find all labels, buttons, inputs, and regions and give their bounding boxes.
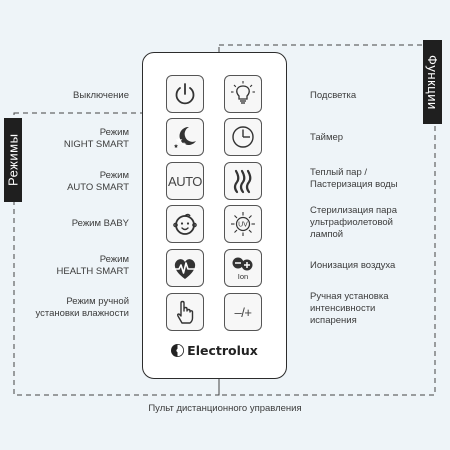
brand-name: Electrolux [187, 343, 258, 358]
night-smart-button[interactable] [166, 118, 204, 156]
auto-smart-button[interactable]: AUTO [166, 162, 204, 200]
electrolux-logo: Electrolux [143, 343, 286, 358]
auto-text: AUTO [168, 173, 202, 189]
ionization-button[interactable]: Ion [224, 249, 262, 287]
label-warm-steam: Теплый пар / Пастеризация воды [310, 167, 398, 190]
baby-mode-button[interactable] [166, 205, 204, 243]
functions-tab: Функции [423, 40, 442, 124]
manual-intensity-button[interactable]: –/+ [224, 293, 262, 331]
warm-steam-button[interactable] [224, 162, 262, 200]
timer-button[interactable] [224, 118, 262, 156]
ion-icon: Ion [232, 257, 253, 281]
electrolux-logo-icon [171, 344, 185, 357]
label-baby: Режим BABY [71, 218, 129, 229]
uv-lamp-icon: UV [231, 212, 255, 236]
label-ionization: Ионизация воздуха [310, 260, 396, 271]
moon-stars-icon [174, 126, 196, 148]
power-icon [175, 83, 195, 105]
label-night-smart: Режим NIGHT SMART [63, 127, 129, 150]
label-uv-sterilization: Стерилизация пара ультрафиолетовой лампо… [310, 205, 397, 240]
label-power-off: Выключение [73, 90, 129, 101]
manual-humidity-button[interactable] [166, 293, 204, 331]
uv-text: UV [238, 222, 248, 229]
label-manual-intensity: Ручная установка интенсивности испарения [310, 291, 389, 326]
remote-control: AUTO [142, 52, 287, 379]
minus-plus-text: –/+ [234, 304, 252, 320]
functions-tab-label: Функции [425, 54, 440, 110]
ion-text: Ion [238, 272, 248, 281]
baby-face-icon [173, 213, 197, 235]
heart-pulse-icon [172, 259, 198, 279]
label-health-smart: Режим HEALTH SMART [56, 254, 130, 277]
label-manual-humidity: Режим ручной установки влажности [35, 296, 129, 319]
label-backlight: Подсветка [310, 90, 357, 101]
health-smart-button[interactable] [166, 249, 204, 287]
power-button[interactable] [166, 75, 204, 113]
backlight-button[interactable] [224, 75, 262, 113]
remote-caption: Пульт дистанционного управления [148, 403, 302, 414]
steam-icon [233, 169, 252, 194]
label-timer: Таймер [310, 132, 344, 143]
uv-sterilization-button[interactable]: UV [224, 205, 262, 243]
lightbulb-icon [231, 81, 255, 104]
hand-pointer-icon [176, 300, 194, 324]
clock-icon [232, 126, 254, 148]
label-auto-smart: Режим AUTO SMART [67, 170, 129, 193]
